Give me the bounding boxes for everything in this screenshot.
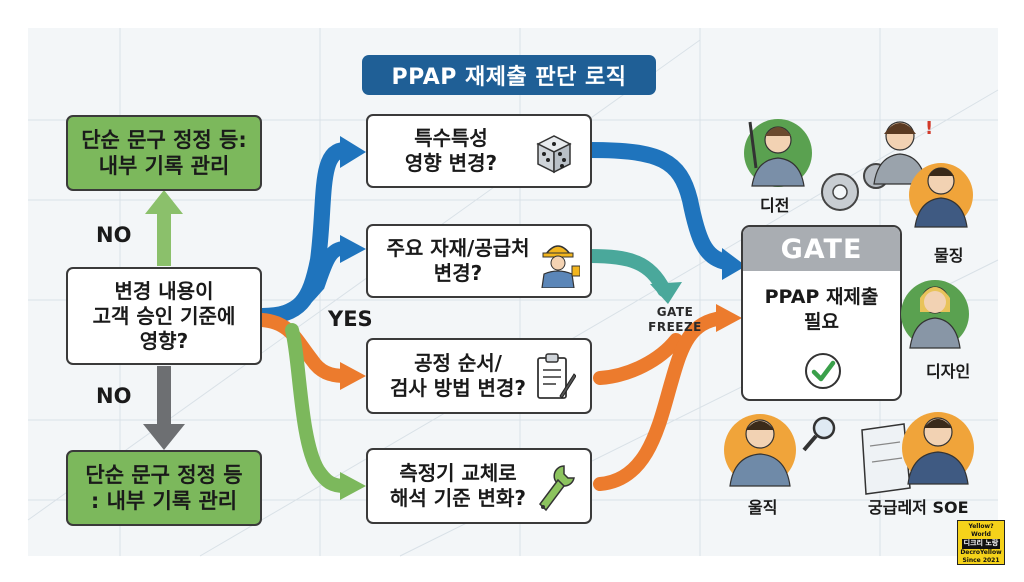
- gate-freeze-line1: GATE: [656, 305, 694, 319]
- logo-line4: Since 2021: [962, 556, 1000, 564]
- no-down-arrow: [143, 366, 185, 450]
- start-line3: 영향?: [139, 328, 189, 353]
- logo-mid: 디크리 노랑: [961, 539, 1001, 549]
- dice-icon: [536, 135, 572, 174]
- start-line1: 변경 내용이: [114, 278, 214, 303]
- clipboard-icon: [537, 353, 576, 399]
- start-line2: 고객 승인 기준에: [92, 303, 236, 328]
- person-label-4: 울직: [748, 498, 778, 517]
- logo-line3: DecroYellow: [960, 548, 1002, 556]
- gate-freeze-line2: FREEZE: [648, 320, 702, 334]
- worker-icon: [541, 245, 580, 288]
- question-2-line1: 주요 자재/공급처: [386, 236, 530, 260]
- top-box-line2: 내부 기록 관리: [98, 154, 230, 178]
- bottom-box-line2: : 내부 기록 관리: [90, 489, 238, 513]
- merge-arrow-2: [583, 249, 671, 297]
- question-4-line1: 측정기 교체로: [399, 461, 517, 485]
- yes-label: YES: [328, 307, 373, 331]
- question-2-line2: 변경?: [433, 261, 483, 285]
- no-label-top: NO: [96, 223, 132, 247]
- no-label-bottom: NO: [96, 384, 132, 408]
- gate-box: GATE PPAP 재제출 필요: [741, 225, 902, 401]
- branch-arrow-2: [255, 241, 352, 323]
- question-4-line2: 해석 기준 변화?: [390, 486, 526, 510]
- check-icon: [805, 353, 841, 389]
- question-3-line1: 공정 순서/: [414, 351, 502, 375]
- person-label-3: 디자인: [926, 362, 971, 381]
- question-1-line1: 특수특성: [414, 126, 488, 150]
- merge-arrow-3: [593, 333, 683, 385]
- avatar-4: [901, 280, 969, 349]
- logo-line1: Yellow? World: [968, 523, 994, 539]
- bottom-outcome-box: 단순 문구 정정 등: 내부 기록 관리: [66, 450, 262, 526]
- branch-arrow-4: [285, 323, 352, 493]
- person-label-1: 디전: [760, 196, 790, 215]
- no-up-arrow: [145, 190, 183, 266]
- top-outcome-box: 단순 문구 정정 등:내부 기록 관리: [66, 115, 262, 191]
- avatar-2: !: [873, 118, 933, 185]
- wrench-icon: [539, 465, 575, 512]
- gate-freeze-label: GATE FREEZE: [640, 305, 710, 335]
- avatar-3: [909, 163, 973, 228]
- gate-text: PPAP 재제출 필요: [743, 285, 900, 334]
- avatar-6: [861, 412, 974, 495]
- question-box-3: 공정 순서/검사 방법 변경?: [366, 338, 592, 414]
- page-title: PPAP 재제출 판단 로직: [362, 55, 656, 95]
- merge-arrow-4: [593, 311, 729, 491]
- brand-logo: Yellow? World 디크리 노랑 DecroYellow Since 2…: [957, 520, 1005, 565]
- branch-arrow-3: [255, 313, 352, 383]
- person-label-2: 물징: [934, 246, 964, 265]
- bottom-box-line1: 단순 문구 정정 등: [85, 462, 243, 487]
- avatar-5: [724, 414, 836, 487]
- svg-text:!: !: [925, 118, 933, 139]
- question-3-line2: 검사 방법 변경?: [390, 376, 526, 400]
- gate-header: GATE: [743, 227, 900, 271]
- merge-arrow-1: [582, 142, 734, 270]
- gate-line2: 필요: [804, 310, 839, 333]
- avatar-1: [744, 119, 812, 187]
- question-1-line2: 영향 변경?: [404, 151, 498, 175]
- person-label-5: 궁급레저 SOE: [868, 498, 969, 517]
- gate-line1: PPAP 재제출: [764, 286, 879, 308]
- top-box-line1: 단순 문구 정정 등:: [81, 127, 247, 152]
